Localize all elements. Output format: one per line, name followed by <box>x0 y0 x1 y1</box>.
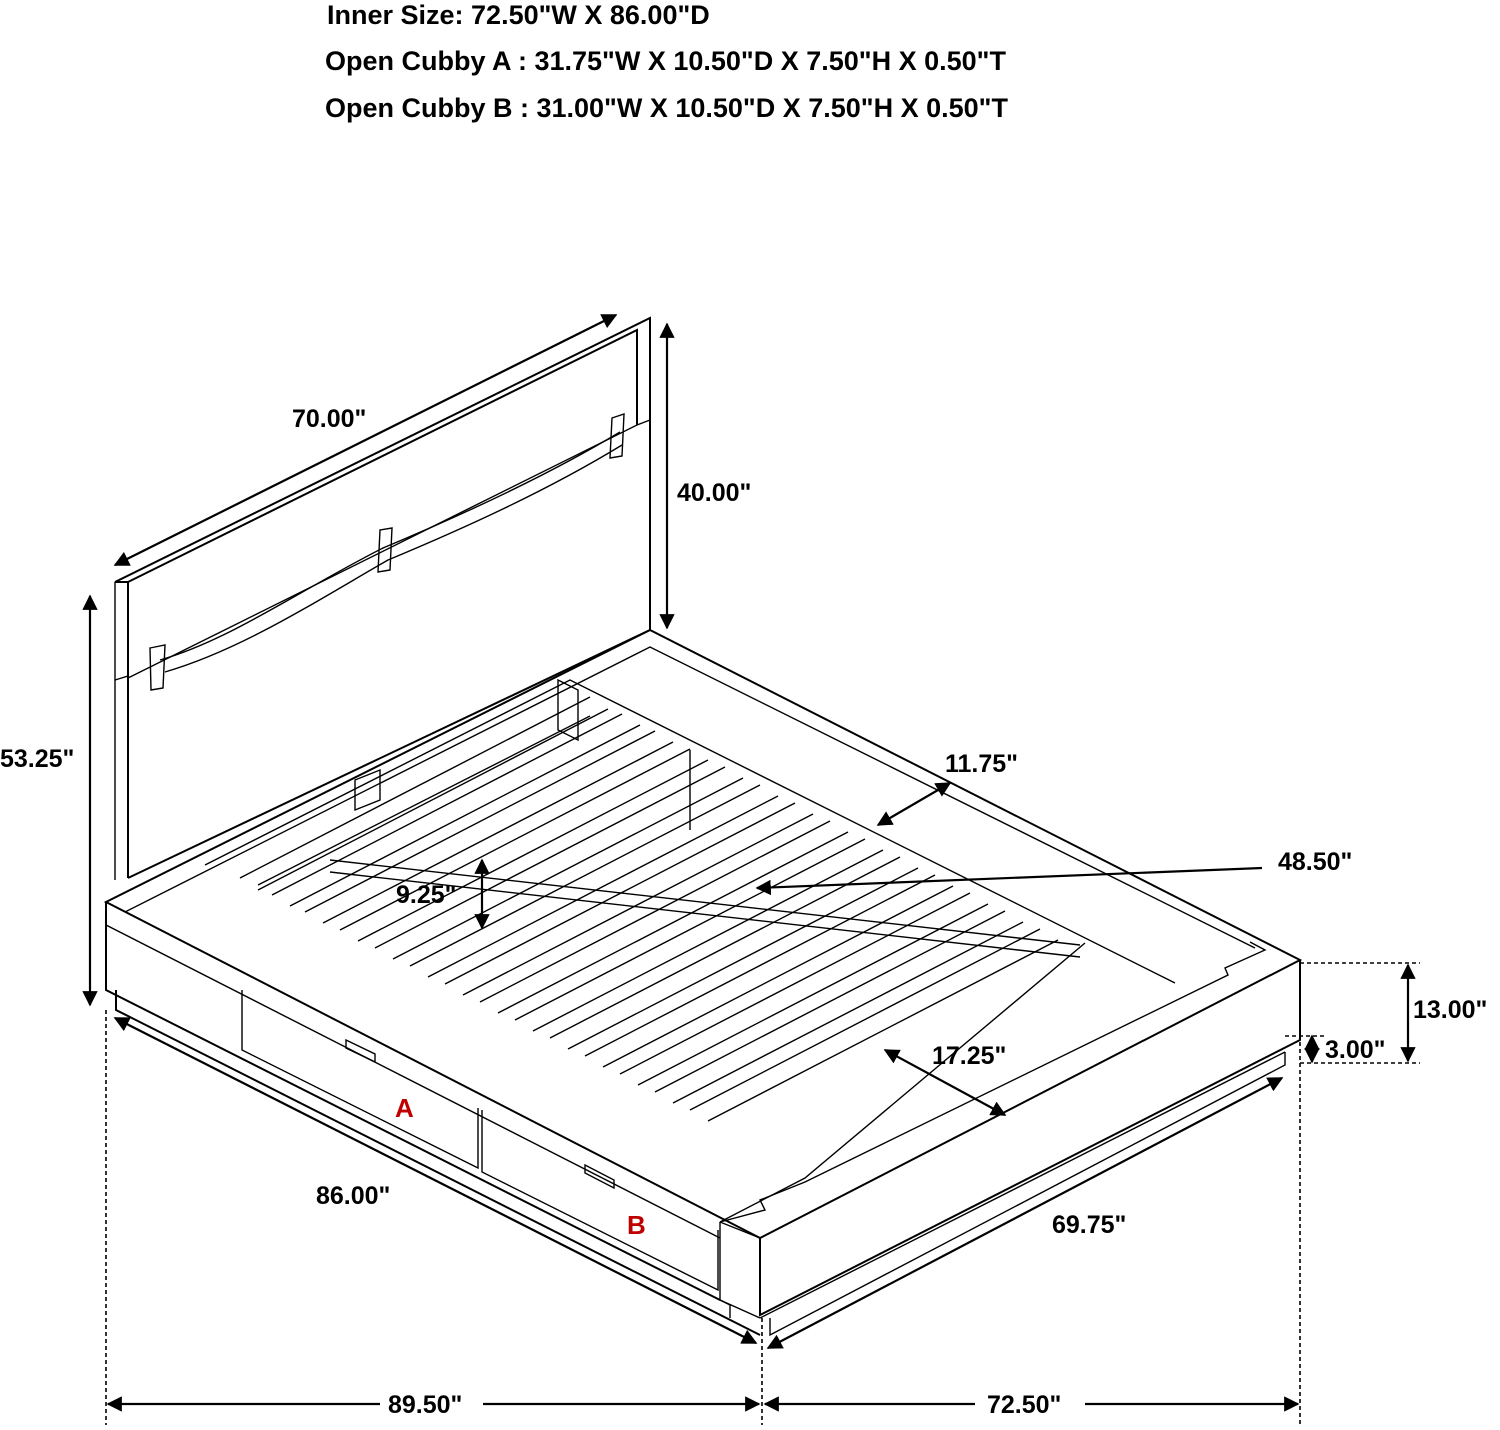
overall-width-label: 72.50" <box>987 1391 1061 1419</box>
inner-size-text: Inner Size: 72.50"W X 86.00"D <box>327 0 710 30</box>
inner-width-label: 69.75" <box>1052 1211 1126 1239</box>
inner-length-label: 86.00" <box>316 1182 390 1210</box>
overall-length-label: 89.50" <box>388 1391 462 1419</box>
cubby-b-label: B <box>627 1210 646 1240</box>
footboard-height-label: 13.00" <box>1413 996 1487 1024</box>
headboard-height-label: 40.00" <box>677 479 751 507</box>
slat-span-label: 48.50" <box>1278 848 1352 876</box>
side-rail-width-label: 11.75" <box>945 750 1018 778</box>
base-height-label: 3.00" <box>1325 1036 1386 1064</box>
cubby-a-spec-text: Open Cubby A : 31.75"W X 10.50"D X 7.50"… <box>325 46 1006 76</box>
cubby-a-label: A <box>395 1093 414 1123</box>
dimension-lines <box>82 314 1420 1425</box>
cubby-b-spec-text: Open Cubby B : 31.00"W X 10.50"D X 7.50"… <box>325 93 1008 123</box>
rail-depth-label: 9.25" <box>396 881 457 909</box>
total-height-label: 53.25" <box>0 745 74 773</box>
headboard-width-label: 70.00" <box>292 405 366 433</box>
slats <box>239 678 1081 1122</box>
footboard-depth-label: 17.25" <box>932 1042 1006 1070</box>
